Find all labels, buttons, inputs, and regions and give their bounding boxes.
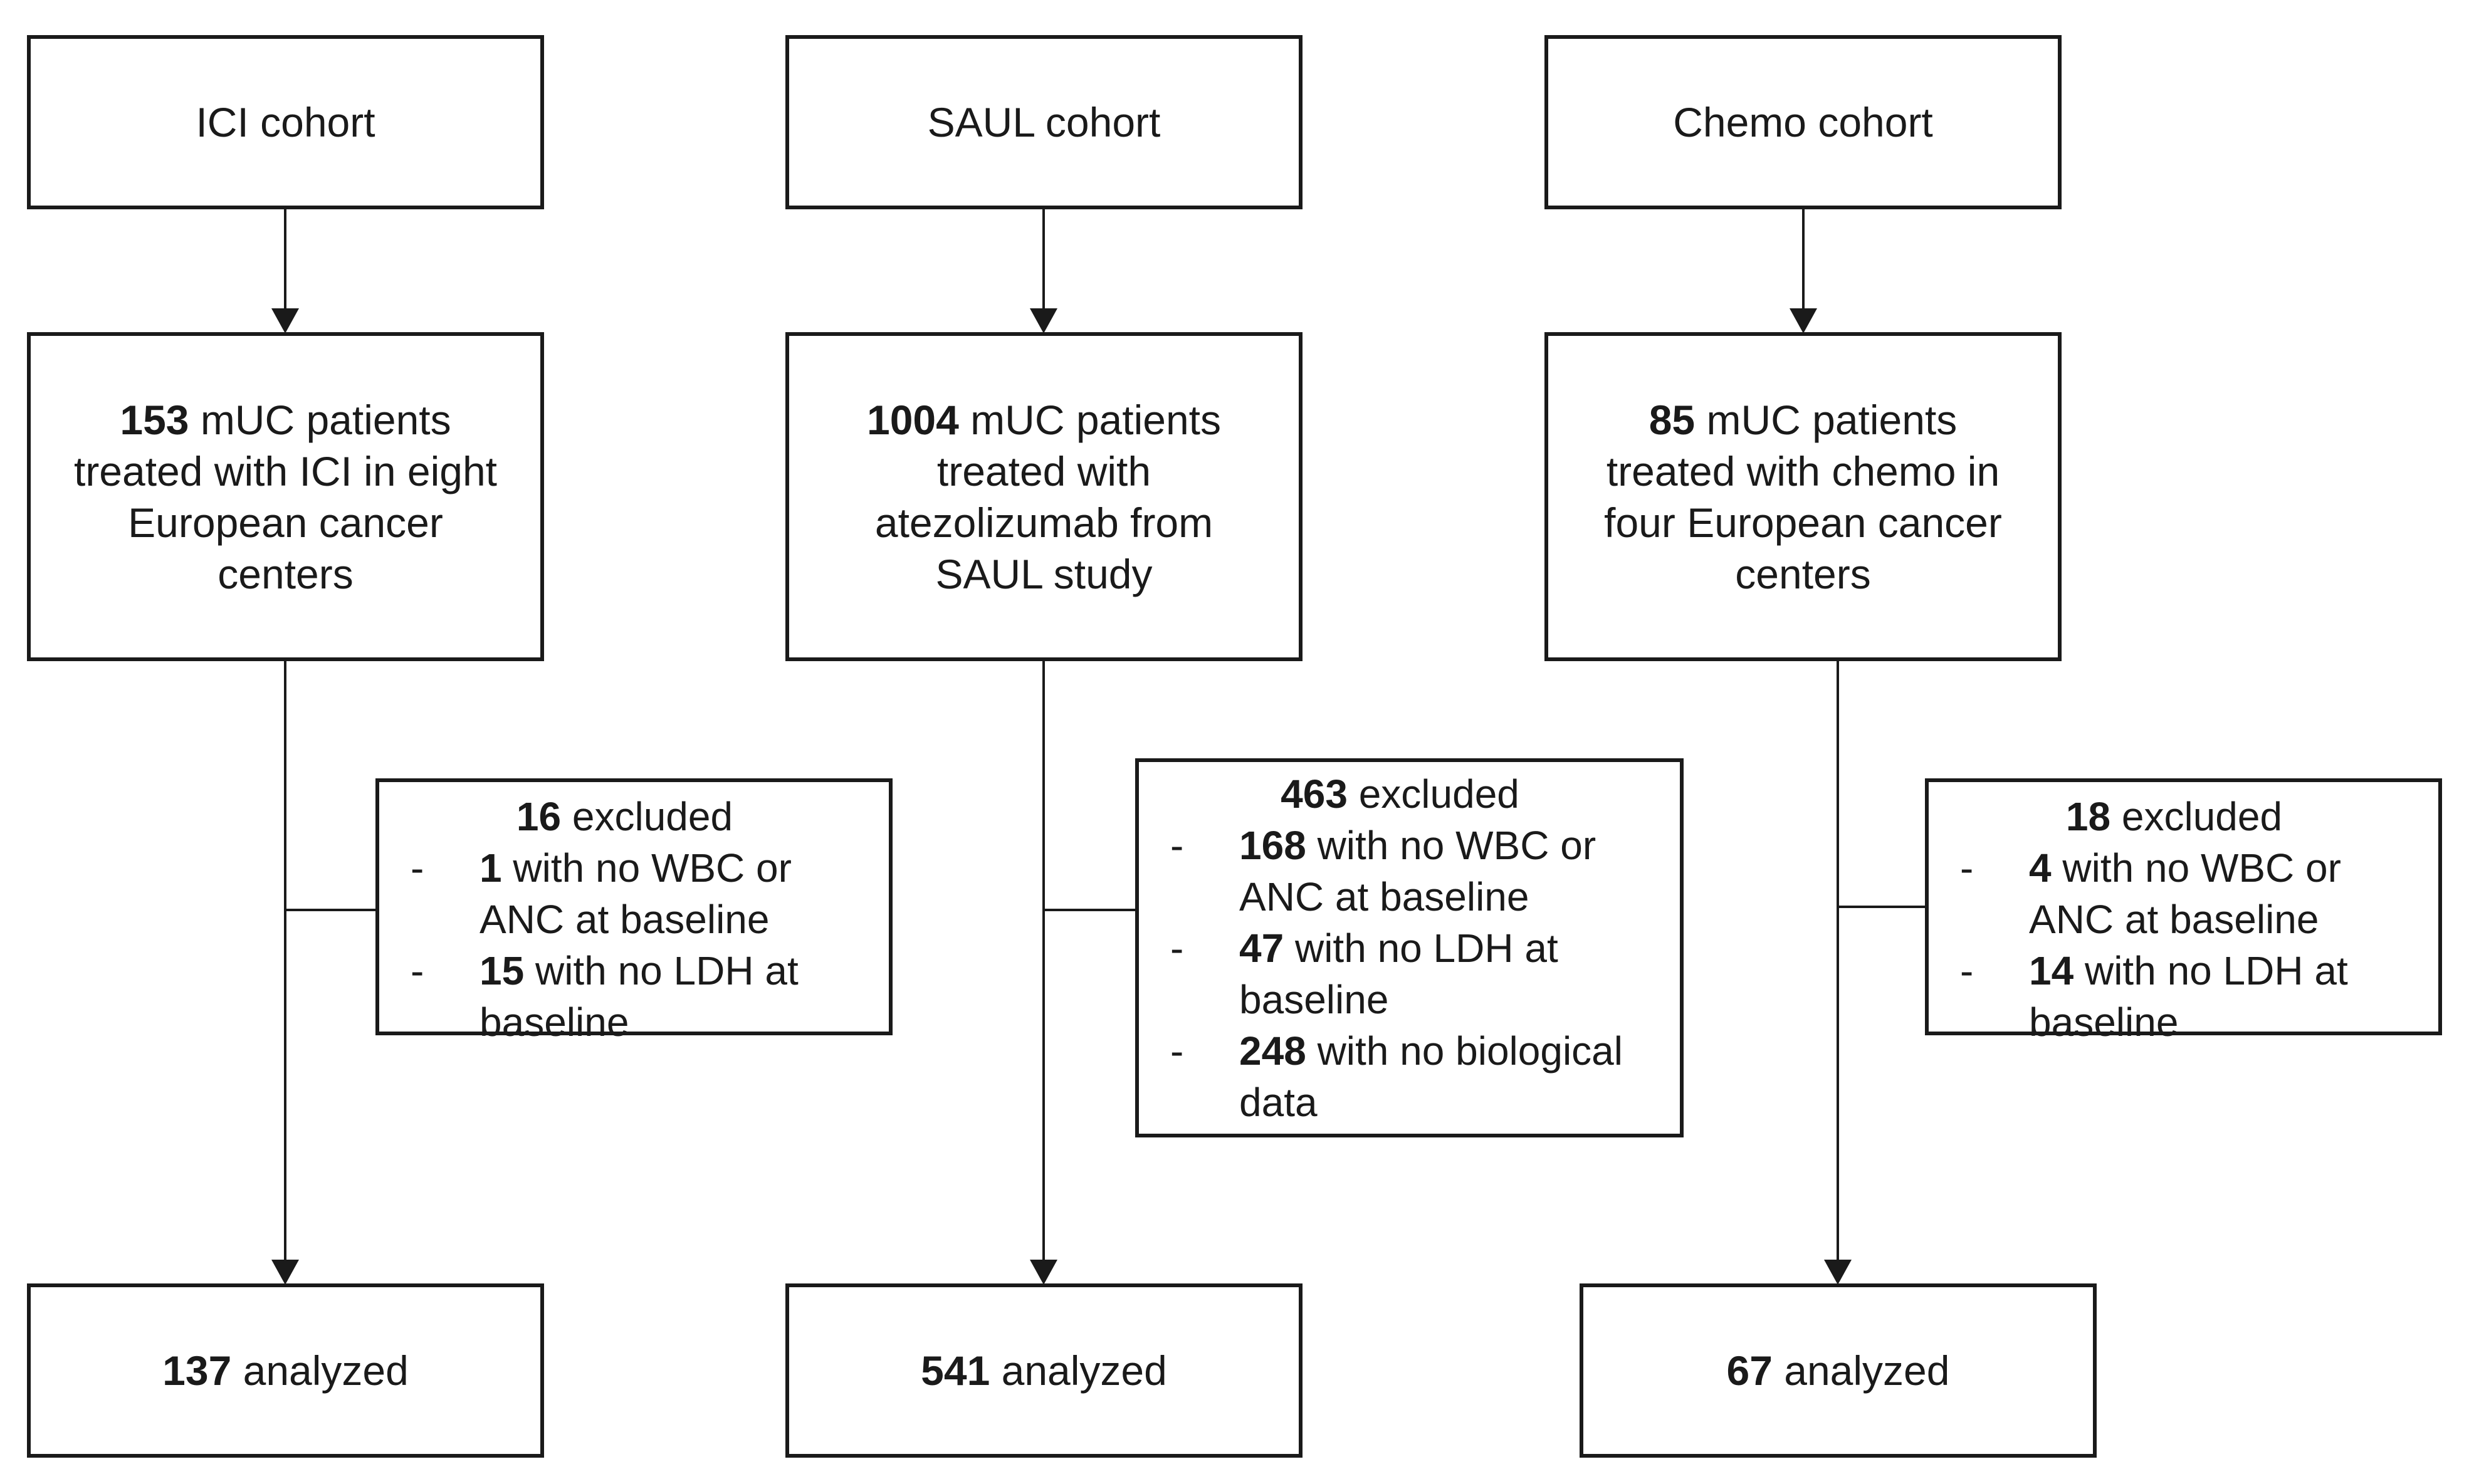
bullet-dash: - [1960,948,1974,993]
bullet-dash: - [1170,1028,1184,1074]
ici-excluded-item-text: with no WBC or ANC at baseline [480,845,792,942]
ici-cohort-title: ICI cohort [196,99,375,145]
ici-excluded-box: 16 excluded - 1 with no WBC or ANC at bas… [375,778,893,1045]
ici-excluded-item-count: 15 [480,948,525,993]
chemo-excluded-item-text: with no WBC or ANC at baseline [2029,845,2341,942]
saul-patients-count: 1004 [867,396,959,443]
chemo-analyzed-box: 67 analyzed [1580,1283,2097,1458]
ici-analyzed-text: 137 analyzed [162,1345,409,1396]
chemo-excluded-item: - 14 with no LDH at baseline [1929,945,2419,1048]
saul-excluded-item-text: with no biological data [1239,1028,1623,1125]
chemo-excluded-count: 18 [2065,794,2111,839]
saul-excluded-count: 463 [1281,771,1348,817]
saul-cohort-title: SAUL cohort [927,99,1161,145]
chemo-excluded-item-text: with no LDH at baseline [2029,948,2348,1045]
ici-analyzed-box: 137 analyzed [27,1283,544,1458]
saul-excluded-item-text: with no WBC or ANC at baseline [1239,823,1596,919]
saul-patients-description: mUC patients treated with atezolizumab f… [874,396,1221,597]
saul-excluded-item-count: 248 [1239,1028,1306,1074]
saul-patients-text: 1004 mUC patients treated with atezolizu… [820,394,1267,600]
chemo-analyzed-text: 67 analyzed [1727,1345,1950,1396]
chemo-patients-text: 85 mUC patients treated with chemo in fo… [1580,394,2026,600]
saul-analyzed-box: 541 analyzed [785,1283,1303,1458]
ici-patients-arrowhead [271,308,299,333]
chemo-excluded-label: excluded [2110,794,2283,839]
saul-excluded-label: excluded [1347,771,1519,817]
ici-excluded-label: excluded [561,794,733,839]
saul-excluded-heading: 463 excluded [1139,768,1661,820]
chemo-analyzed-arrowhead [1824,1260,1852,1285]
chemo-cohort-title: Chemo cohort [1673,99,1933,145]
saul-patients-arrowhead [1030,308,1057,333]
ici-analyzed-count: 137 [162,1347,232,1394]
ici-excluded-item-text: with no LDH at baseline [480,948,799,1045]
bullet-dash: - [411,948,424,993]
chemo-excluded-item: - 4 with no WBC or ANC at baseline [1929,842,2419,945]
saul-excluded-list: - 168 with no WBC or ANC at baseline - 47 … [1139,820,1661,1128]
saul-excluded-item: - 248 with no biological data [1139,1025,1661,1128]
chemo-excluded-item-count: 14 [2029,948,2074,993]
ici-analyzed-label: analyzed [231,1347,409,1394]
saul-analyzed-count: 541 [921,1347,990,1394]
saul-patients-box: 1004 mUC patients treated with atezolizu… [785,332,1303,661]
chemo-patients-count: 85 [1649,396,1696,443]
bullet-dash: - [1170,823,1184,868]
chemo-excluded-box: 18 excluded - 4 with no WBC or ANC at bas… [1925,778,2442,1045]
ici-excluded-item: - 1 with no WBC or ANC at baseline [379,842,870,945]
saul-cohort-title-box: SAUL cohort [785,35,1303,209]
saul-excluded-item-count: 47 [1239,926,1284,971]
chemo-patients-arrowhead [1790,308,1817,333]
saul-excluded-box: 463 excluded - 168 with no WBC or ANC at … [1135,758,1684,1137]
saul-excluded-item-count: 168 [1239,823,1306,868]
saul-analyzed-arrowhead [1030,1260,1057,1285]
bullet-dash: - [1170,926,1184,971]
saul-excluded-item: - 168 with no WBC or ANC at baseline [1139,820,1661,922]
ici-excluded-heading: 16 excluded [379,791,870,842]
ici-excluded-count: 16 [516,794,562,839]
ici-analyzed-arrowhead [271,1260,299,1285]
saul-excluded-item-text: with no LDH at baseline [1239,926,1558,1022]
chemo-excluded-heading: 18 excluded [1929,791,2419,842]
ici-cohort-title-box: ICI cohort [27,35,544,209]
chemo-patients-description: mUC patients treated with chemo in four … [1604,396,2002,597]
ici-patients-text: 153 mUC patients treated with ICI in eig… [62,394,509,600]
ici-excluded-item-count: 1 [480,845,502,891]
ici-patients-box: 153 mUC patients treated with ICI in eig… [27,332,544,661]
ici-excluded-item: - 15 with no LDH at baseline [379,945,870,1048]
ici-patients-description: mUC patients treated with ICI in eight E… [73,396,498,597]
saul-analyzed-text: 541 analyzed [921,1345,1167,1396]
ici-patients-count: 153 [120,396,189,443]
bullet-dash: - [1960,845,1974,891]
chemo-excluded-item-count: 4 [2029,845,2052,891]
chemo-analyzed-count: 67 [1726,1347,1773,1394]
chemo-cohort-title-box: Chemo cohort [1544,35,2062,209]
saul-excluded-item: - 47 with no LDH at baseline [1139,922,1661,1025]
bullet-dash: - [411,845,424,891]
chemo-excluded-list: - 4 with no WBC or ANC at baseline - 14 wi… [1929,842,2419,1048]
saul-analyzed-label: analyzed [990,1347,1167,1394]
chemo-analyzed-label: analyzed [1772,1347,1950,1394]
chemo-patients-box: 85 mUC patients treated with chemo in fo… [1544,332,2062,661]
ici-excluded-list: - 1 with no WBC or ANC at baseline - 15 wi… [379,842,870,1048]
